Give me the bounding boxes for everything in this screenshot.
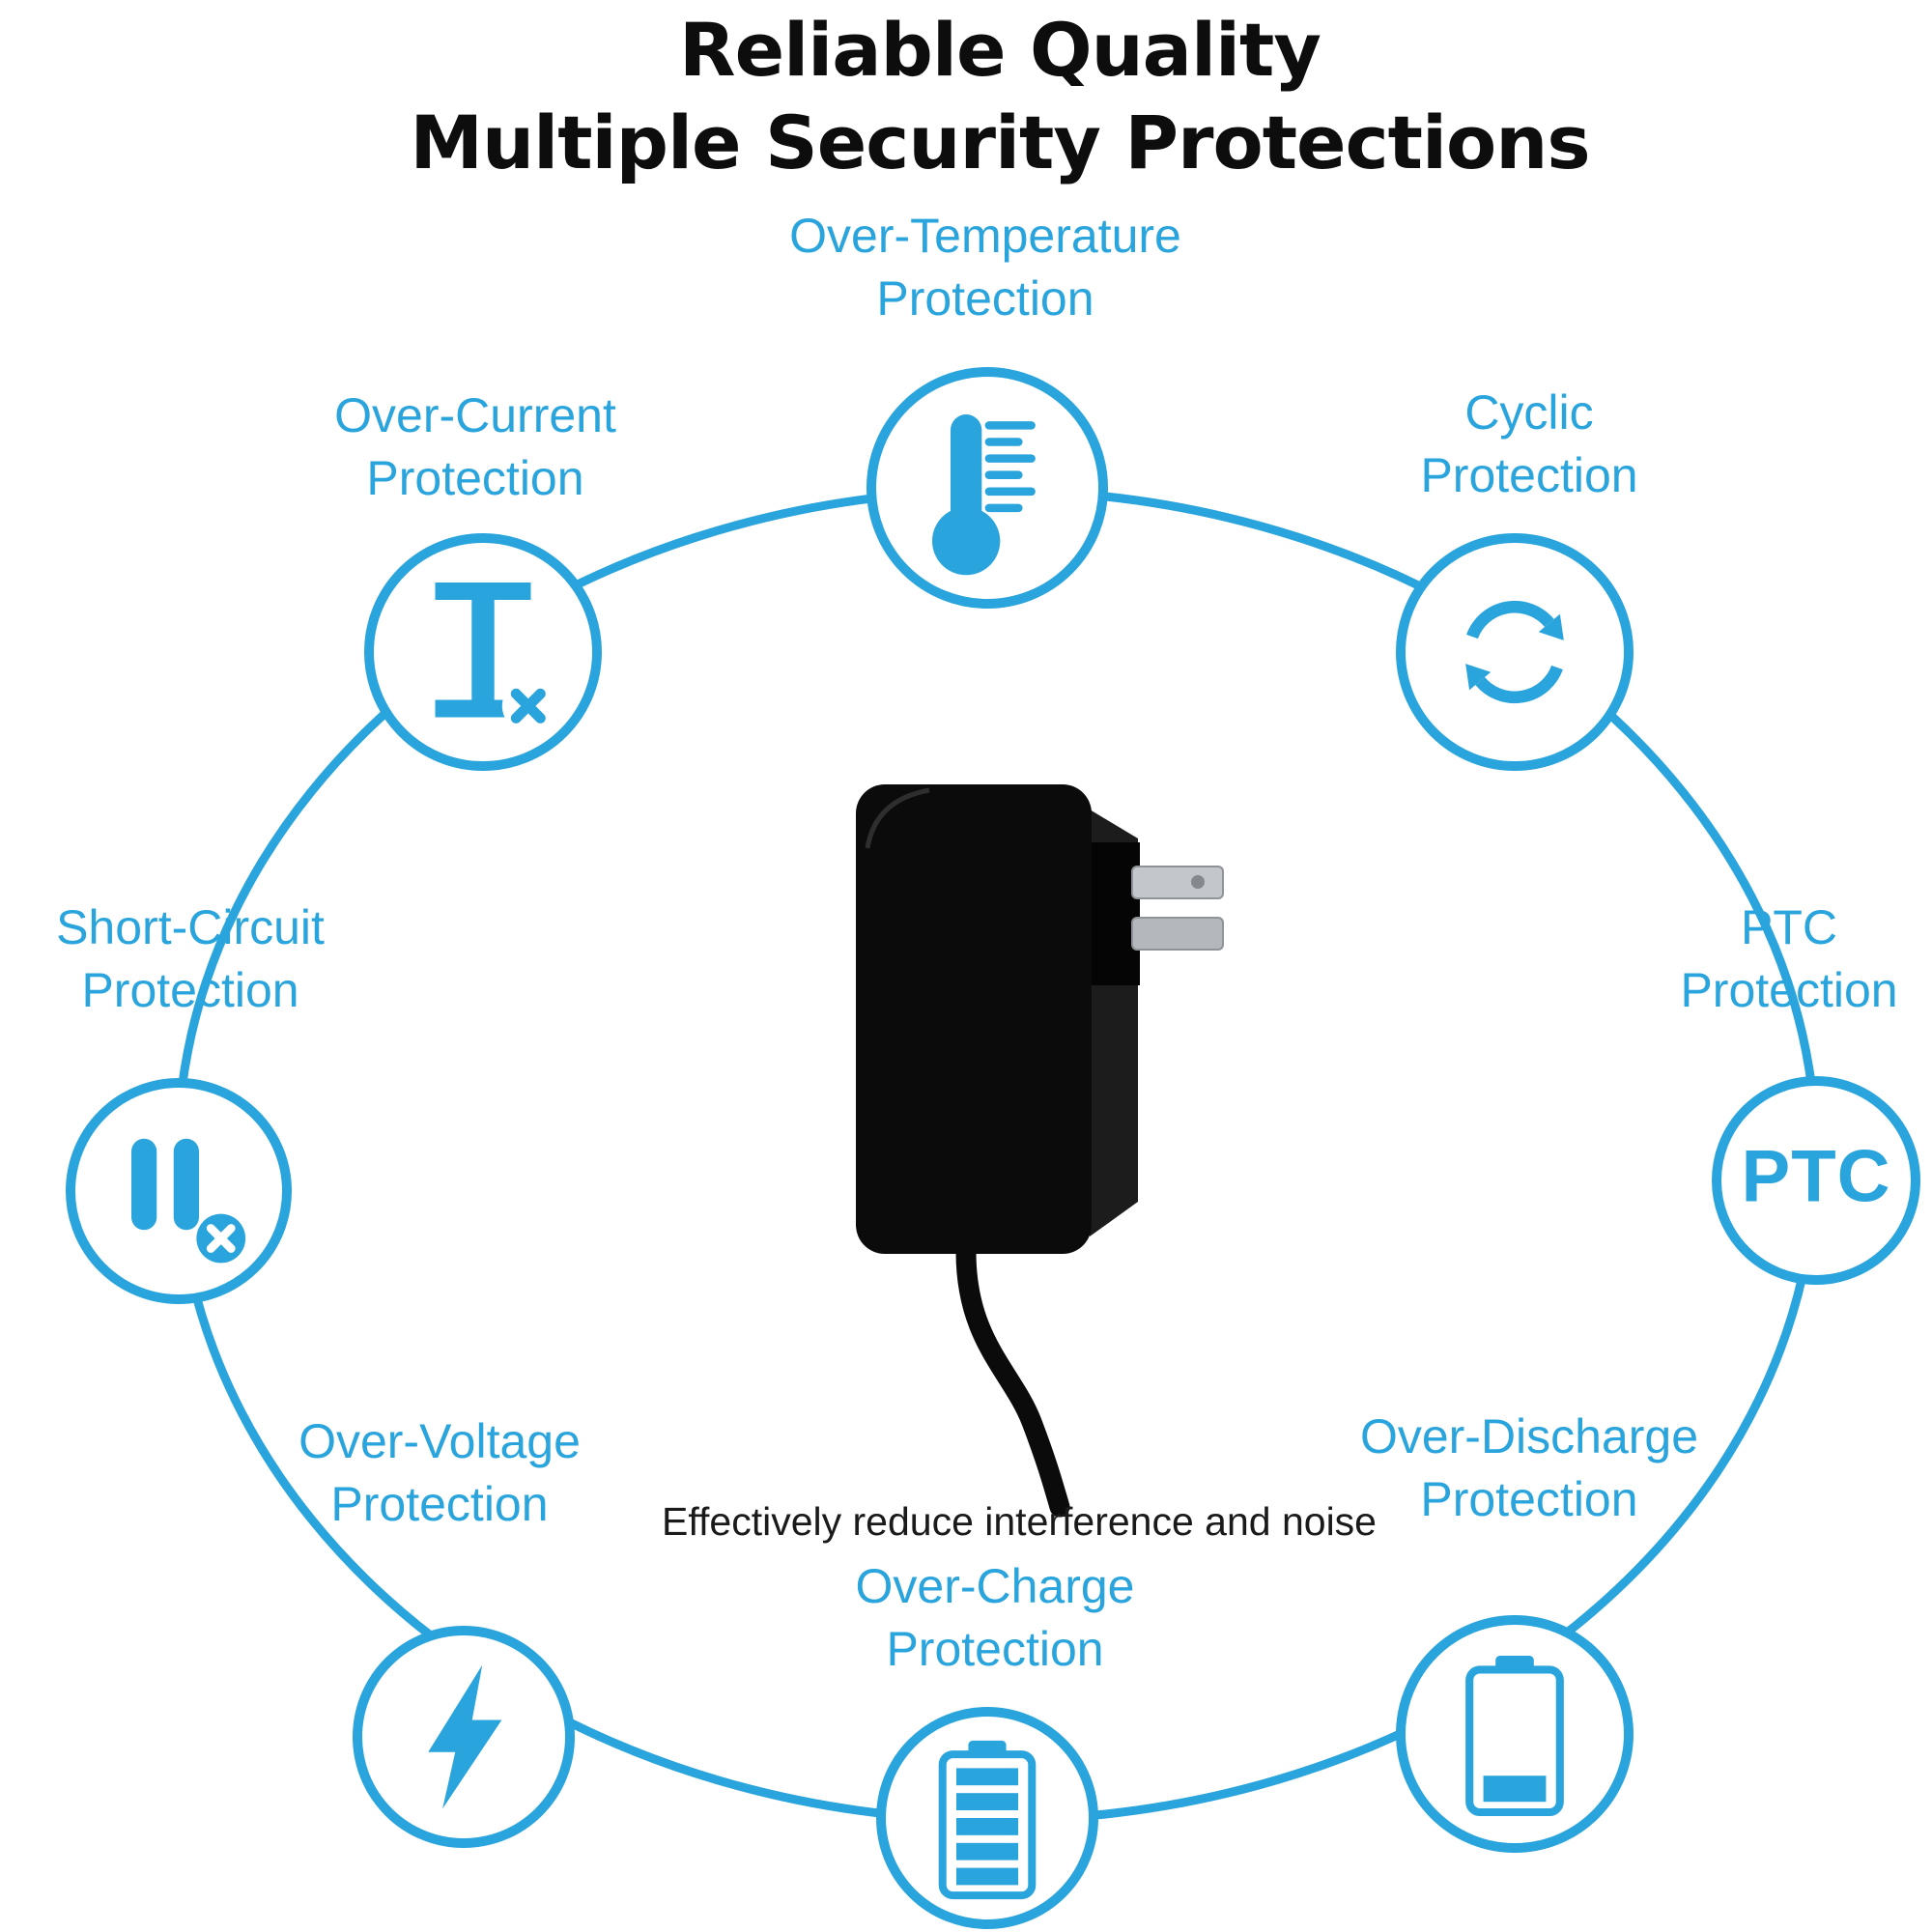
circle-cyclic <box>1396 533 1634 771</box>
power-adapter <box>856 784 1224 1518</box>
battery-full-icon <box>901 1732 1073 1904</box>
adapter-edge-highlight <box>865 787 930 849</box>
label-line: Over-Current <box>334 388 616 442</box>
label-line: Cyclic <box>1464 385 1594 440</box>
title-line-1: Reliable Quality <box>679 7 1321 93</box>
label-line: Over-Charge <box>855 1559 1135 1613</box>
label-ptc: PTC Protection <box>1680 896 1897 1022</box>
current-letter-i-icon <box>396 565 570 739</box>
battery-low-icon <box>1428 1647 1602 1821</box>
label-line: Over-Temperature <box>789 209 1181 263</box>
pause-bars-x-icon <box>95 1107 264 1276</box>
label-line: Protection <box>81 963 299 1017</box>
adapter-plug-base <box>1090 842 1140 985</box>
thermometer-icon <box>895 396 1079 580</box>
page-title: Reliable Quality Multiple Security Prote… <box>68 4 1932 189</box>
adapter-body <box>856 784 1092 1254</box>
label-line: Over-Voltage <box>298 1414 581 1468</box>
label-line: Protection <box>1420 1472 1638 1526</box>
lightning-bolt-icon <box>380 1653 549 1822</box>
adapter-cable <box>955 1241 1070 1518</box>
label-line: PTC <box>1741 900 1837 954</box>
title-line-2: Multiple Security Protections <box>410 99 1590 185</box>
adapter-prongs <box>1131 866 1224 951</box>
label-line: Protection <box>366 451 584 505</box>
label-line: Protection <box>886 1622 1104 1676</box>
label-cyclic: Cyclic Protection <box>1420 382 1637 507</box>
ptc-text-icon: PTC <box>1741 1135 1891 1218</box>
label-short-circuit: Short-Circuit Protection <box>56 896 325 1022</box>
circle-over-discharge <box>1396 1615 1634 1853</box>
caption: Effectively reduce interference and nois… <box>662 1499 1377 1544</box>
label-line: Protection <box>330 1477 549 1531</box>
label-over-current: Over-Current Protection <box>334 384 616 510</box>
label-line: Protection <box>1680 963 1898 1017</box>
label-over-charge: Over-Charge Protection <box>856 1555 1135 1681</box>
label-line: Over-Discharge <box>1359 1409 1699 1463</box>
label-line: Protection <box>876 271 1094 326</box>
circle-ptc <box>1712 1076 1920 1285</box>
label-over-temperature: Over-Temperature Protection <box>789 205 1181 330</box>
label-over-voltage: Over-Voltage Protection <box>298 1410 581 1536</box>
label-line: Short-Circuit <box>56 900 325 954</box>
label-line: Protection <box>1420 448 1638 502</box>
label-over-discharge: Over-Discharge Protection <box>1360 1406 1698 1531</box>
cyclic-arrows-icon <box>1428 565 1602 739</box>
